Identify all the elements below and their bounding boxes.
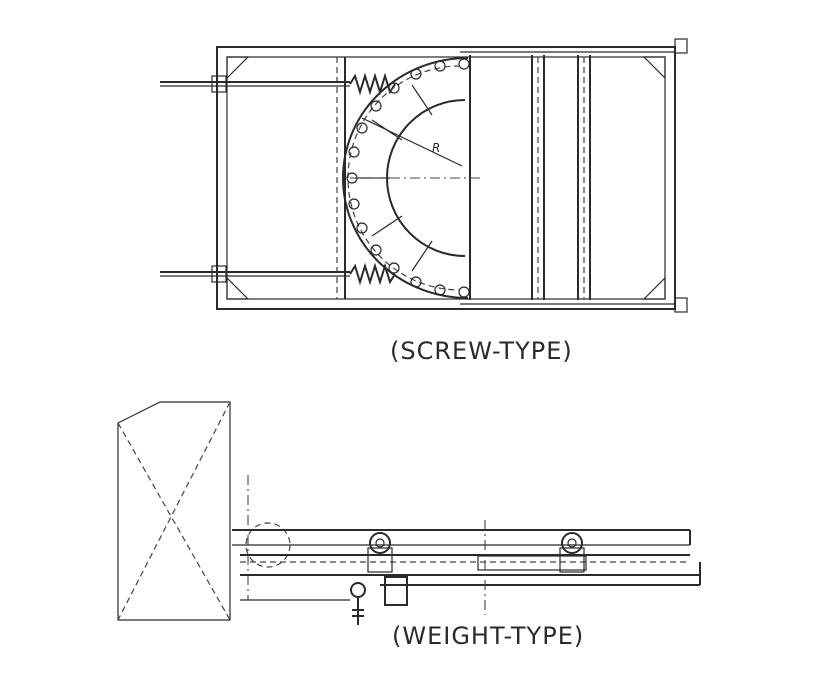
frame-outer <box>216 46 676 310</box>
screw-type-drawing: R <box>160 38 688 313</box>
counterweight <box>117 401 231 621</box>
weight-type-drawing <box>117 401 701 625</box>
ring-segment <box>371 215 403 237</box>
screw-nut <box>211 75 227 93</box>
corner-gusset <box>226 56 250 80</box>
counterweight-diagonal <box>117 422 231 621</box>
hook <box>352 609 364 617</box>
hook-bracket <box>384 576 408 606</box>
frame-inner <box>226 56 666 300</box>
screw-nut <box>211 265 227 283</box>
wheel-bracket <box>559 547 585 573</box>
weight-type-caption: (WEIGHT-TYPE) <box>392 622 585 650</box>
radius-label: R <box>432 141 440 155</box>
radius-line <box>361 117 463 167</box>
carriage-wheel <box>369 532 391 554</box>
spring <box>349 262 396 286</box>
wheel-hub <box>375 538 385 548</box>
carriage-wheel <box>561 532 583 554</box>
counterweight-diagonal <box>117 401 231 621</box>
wheel-hub <box>567 538 577 548</box>
chain-links <box>346 58 470 298</box>
carriage-plate <box>477 555 587 571</box>
head-ring-chain <box>347 65 461 291</box>
ring-segment <box>411 240 433 272</box>
shaft-stub <box>674 297 688 313</box>
corner-gusset <box>642 56 666 80</box>
wheel-bracket <box>367 547 393 573</box>
corner-gusset <box>226 276 250 300</box>
head-ring-outer <box>342 57 469 299</box>
ring-segment <box>411 84 433 116</box>
corner-gusset <box>642 276 666 300</box>
screw-type-caption: (SCREW-TYPE) <box>390 337 573 365</box>
hook-pulley <box>350 582 366 598</box>
shaft-stub <box>674 38 688 54</box>
spring <box>349 72 396 96</box>
